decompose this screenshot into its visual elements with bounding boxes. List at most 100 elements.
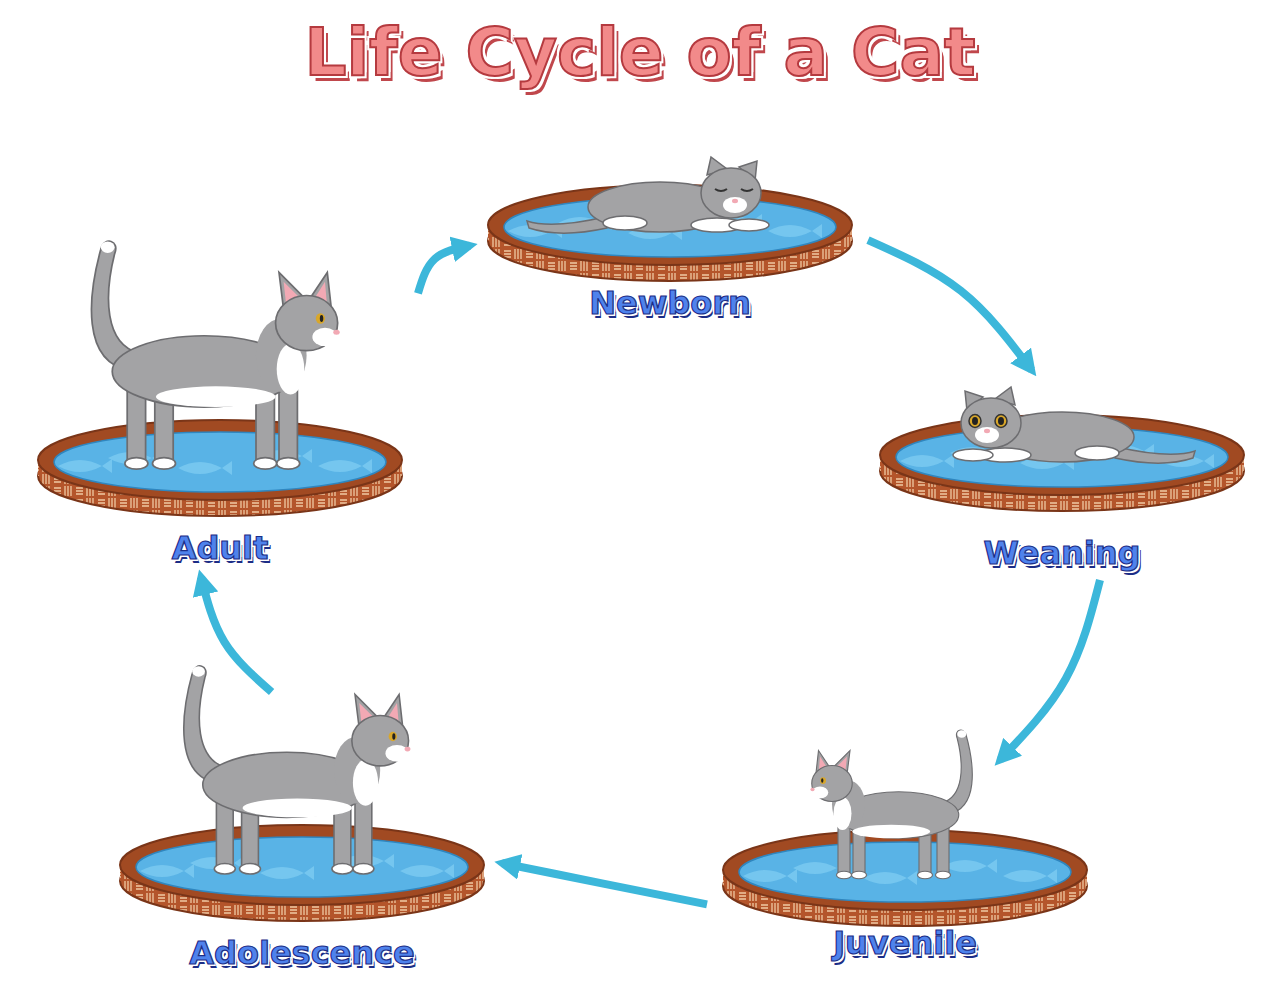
cat-belly xyxy=(243,798,352,817)
cycle-arrow xyxy=(201,577,272,692)
cushion-fish xyxy=(900,454,954,468)
cat-pupil xyxy=(392,733,395,739)
cat-paw xyxy=(852,871,867,879)
cat-chest xyxy=(353,760,378,806)
cushion-fish xyxy=(768,224,822,238)
cat-paw xyxy=(254,458,277,470)
cat-figure xyxy=(953,387,1195,463)
stage-node: Weaning xyxy=(872,380,1252,572)
stage-node: Adolescence xyxy=(112,700,492,972)
stage-label: Juvenile xyxy=(715,924,1095,962)
cushion-fish xyxy=(260,866,314,880)
cat-pupil xyxy=(972,417,978,425)
tail-tip xyxy=(957,730,966,738)
cat-eye xyxy=(389,732,397,741)
stage-label: Weaning xyxy=(872,534,1252,572)
cat-paw xyxy=(153,458,176,470)
cat-head xyxy=(352,716,409,766)
basket-rim xyxy=(120,825,484,905)
cushion-fish xyxy=(1003,869,1057,883)
basket xyxy=(38,420,402,516)
cat-muzzle xyxy=(312,328,337,346)
stage-illustration xyxy=(30,245,410,525)
cat-paw xyxy=(1075,446,1119,460)
cat-paw xyxy=(277,458,300,470)
cat-head xyxy=(961,398,1021,448)
tail-tip xyxy=(192,666,205,677)
cat-paw xyxy=(918,871,933,879)
cat-paw xyxy=(936,871,951,879)
cushion-fish xyxy=(400,864,454,878)
cat-eye xyxy=(969,415,981,428)
stage-node: Juvenile xyxy=(715,770,1095,962)
cushion-fish xyxy=(743,869,797,883)
cat-paw xyxy=(240,864,261,875)
cat-figure xyxy=(527,157,769,233)
cat-chest xyxy=(277,344,305,395)
cat-pupil xyxy=(320,315,323,322)
cat-chest xyxy=(834,797,852,830)
cat-muzzle xyxy=(975,427,999,443)
cat-eye xyxy=(995,415,1007,428)
cat-paw xyxy=(332,864,353,875)
cat-pupil xyxy=(998,417,1004,425)
cat-head xyxy=(276,296,338,351)
cat-figure xyxy=(810,730,972,879)
stage-illustration xyxy=(872,380,1252,530)
cushion-fish xyxy=(318,459,372,473)
stage-illustration xyxy=(112,700,492,930)
basket-rim xyxy=(38,420,402,500)
diagram-title: Life Cycle of a Cat xyxy=(0,14,1280,91)
cat-head xyxy=(701,168,761,218)
cat-muzzle xyxy=(812,787,829,799)
cat-paw xyxy=(603,216,647,230)
stage-illustration xyxy=(715,770,1095,920)
cycle-arrow xyxy=(868,240,1032,370)
cat-paw xyxy=(353,864,374,875)
basket xyxy=(120,825,484,921)
basket xyxy=(723,830,1087,926)
cushion-fish xyxy=(178,461,232,475)
stage-node: Newborn xyxy=(480,140,860,322)
cushion-fish xyxy=(58,459,112,473)
cushion-fish xyxy=(140,864,194,878)
cat-paw xyxy=(953,449,993,461)
cat-nose xyxy=(333,330,339,335)
cat-paw xyxy=(729,219,769,231)
cushion-fish xyxy=(943,859,997,873)
cat-eye xyxy=(820,777,826,784)
cushion xyxy=(739,842,1071,902)
cat-eye xyxy=(316,313,325,323)
cat-belly xyxy=(852,825,930,839)
stage-label: Newborn xyxy=(480,284,860,322)
cat-nose xyxy=(810,788,814,791)
cycle-arrow xyxy=(502,863,707,904)
cat-eye xyxy=(715,189,753,191)
cat-figure xyxy=(184,666,411,874)
cat-muzzle xyxy=(385,745,408,762)
cat-nose xyxy=(984,429,990,433)
cat-nose xyxy=(405,747,411,752)
basket-rim xyxy=(723,830,1087,910)
cat-paw xyxy=(837,871,852,879)
cushion xyxy=(136,837,468,897)
cat-nose xyxy=(732,199,738,203)
cat-figure xyxy=(91,241,339,469)
cycle-arrow xyxy=(1000,580,1100,760)
cat-pupil xyxy=(821,778,823,783)
tail-tip xyxy=(101,241,115,253)
cat-paw xyxy=(214,864,235,875)
cat-muzzle xyxy=(723,197,747,213)
cat-belly xyxy=(156,386,276,407)
cushion-fish xyxy=(863,871,917,885)
stage-label: Adult xyxy=(30,529,410,567)
cycle-arrow xyxy=(418,246,470,294)
cat-tail xyxy=(1115,447,1195,463)
cat-paw xyxy=(125,458,148,470)
cushion xyxy=(54,432,386,492)
cat-tail xyxy=(527,217,607,233)
cat-head xyxy=(812,766,853,802)
stage-label: Adolescence xyxy=(112,934,492,972)
stage-node: Adult xyxy=(30,245,410,567)
